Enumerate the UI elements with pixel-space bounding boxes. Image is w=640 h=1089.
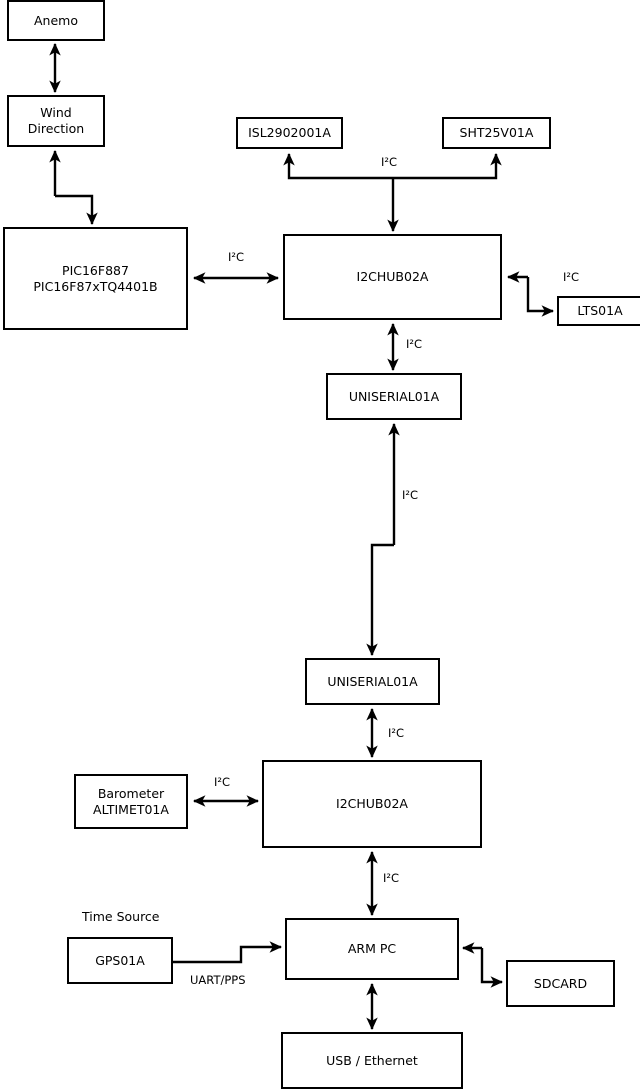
node-lts01a-label: LTS01A [577,303,623,318]
node-wind-direction-label: Wind Direction [27,105,85,136]
node-barometer-altimet01a-label: Barometer ALTIMET01A [93,785,169,817]
node-i2chub02a-bottom-label: I2CHUB02A [336,796,408,811]
node-i2chub02a-bottom[interactable]: I2CHUB02A [262,760,482,848]
node-isl2902001a-label: ISL2902001A [248,125,331,140]
edge-label-uart-pps: UART/PPS [190,973,246,987]
connector-bus-sht [393,153,502,180]
edge-label-i2c-sensor-bus: I²C [381,155,398,169]
node-sht25v01a[interactable]: SHT25V01A [442,117,551,149]
edge-label-i2c-hub-uniserial: I²C [406,337,423,351]
node-anemo[interactable]: Anemo [7,0,105,41]
edge-label-i2c-barometer: I²C [214,775,231,789]
node-uniserial01a-upper-label: UNISERIAL01A [348,388,440,404]
edge-label-i2c-uniserial-link: I²C [402,488,419,502]
node-barometer-altimet01a[interactable]: Barometer ALTIMET01A [74,774,188,829]
node-gps01a[interactable]: GPS01A [67,937,173,984]
node-uniserial01a-upper[interactable]: UNISERIAL01A [326,373,462,420]
node-i2chub02a-top[interactable]: I2CHUB02A [283,234,502,320]
node-sdcard[interactable]: SDCARD [506,960,615,1007]
node-usb-ethernet[interactable]: USB / Ethernet [281,1032,463,1089]
node-gps01a-label: GPS01A [95,952,145,968]
node-pic-mcu[interactable]: PIC16F887 PIC16F87xTQ4401B [3,227,188,330]
node-usb-ethernet-label: USB / Ethernet [326,1052,418,1068]
edge-label-i2c-hub2-armpc: I²C [383,871,400,885]
node-pic-mcu-label: PIC16F887 PIC16F87xTQ4401B [33,262,158,294]
node-uniserial01a-lower-label: UNISERIAL01A [327,673,418,689]
node-lts01a[interactable]: LTS01A [557,296,640,326]
connector-armpc-to-sdcard [480,948,503,988]
connector-hub-to-lts [526,277,554,317]
node-sht25v01a-label: SHT25V01A [459,125,534,140]
node-sdcard-label: SDCARD [533,975,588,991]
node-isl2902001a[interactable]: ISL2902001A [236,117,343,149]
connector-gps-armpc [173,941,282,964]
node-anemo-label: Anemo [34,12,78,28]
edge-label-i2c-lts: I²C [563,270,580,284]
edge-label-i2c-uniserial-hub2: I²C [388,726,405,740]
connector-uniserial-link-down [366,543,394,656]
connector-bus-isl [283,153,393,180]
edge-label-i2c-pic-hub: I²C [228,250,245,264]
node-arm-pc-label: ARM PC [347,941,397,956]
node-arm-pc[interactable]: ARM PC [285,918,459,980]
node-uniserial01a-lower[interactable]: UNISERIAL01A [305,658,440,705]
connector-pic-wind-down [55,194,98,225]
node-i2chub02a-top-label: I2CHUB02A [356,269,429,284]
node-wind-direction[interactable]: Wind Direction [7,95,105,147]
label-time-source: Time Source [82,909,160,924]
